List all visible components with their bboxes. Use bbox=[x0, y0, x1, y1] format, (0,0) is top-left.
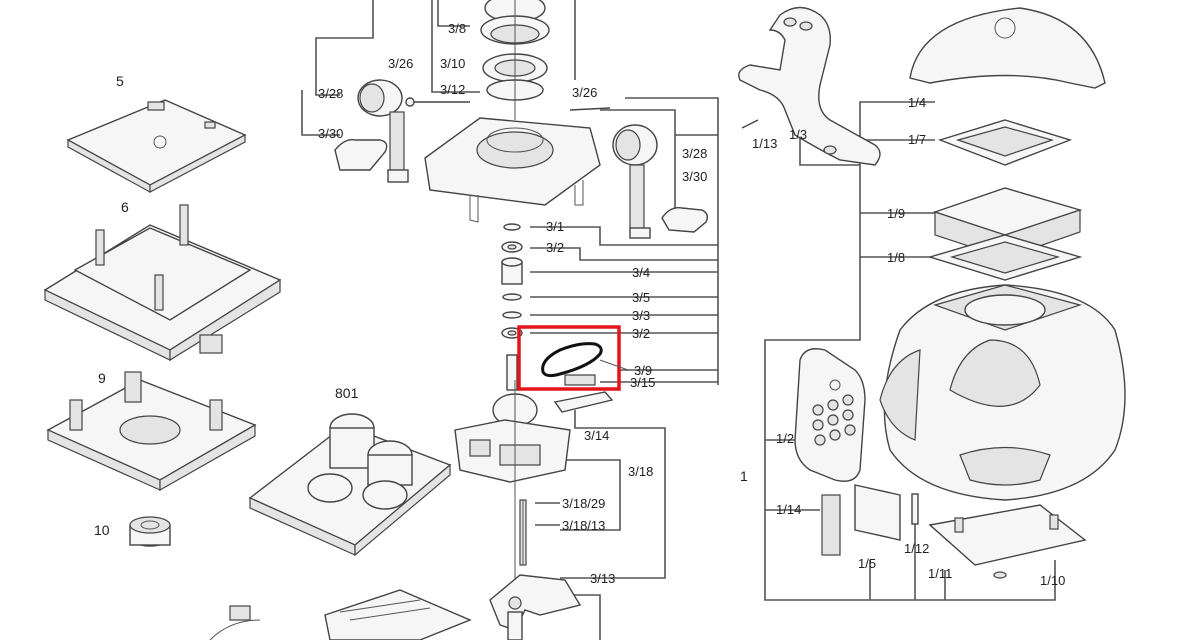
label-3-30-left: 3/30 bbox=[318, 126, 343, 141]
center-leader-lines bbox=[301, 0, 719, 640]
part-6-housing bbox=[43, 204, 282, 362]
label-1-14: 1/14 bbox=[776, 502, 801, 517]
label-3-12: 3/12 bbox=[440, 82, 465, 97]
label-3-13: 3/13 bbox=[590, 571, 615, 586]
part-1-8-gasket bbox=[927, 234, 1083, 281]
label-3-18: 3/18 bbox=[628, 464, 653, 479]
part-1-12-screw bbox=[911, 493, 919, 525]
label-3-3: 3/3 bbox=[632, 308, 650, 323]
label-9: 9 bbox=[98, 370, 106, 386]
label-3-10: 3/10 bbox=[440, 56, 465, 71]
label-801: 801 bbox=[335, 385, 359, 401]
label-1-5: 1/5 bbox=[858, 556, 876, 571]
label-1-8: 1/8 bbox=[887, 250, 905, 265]
part-1-7-gasket bbox=[937, 119, 1073, 166]
label-3-15: 3/15 bbox=[630, 375, 655, 390]
label-3-26-right: 3/26 bbox=[572, 85, 597, 100]
label-1: 1 bbox=[740, 468, 748, 484]
part-1-main-housing bbox=[879, 284, 1126, 501]
label-3-14: 3/14 bbox=[584, 428, 609, 443]
part-1-3-handle bbox=[738, 6, 881, 166]
part-labels: 3/8 3/10 3/12 3/26 3/26 3/28 3/30 3/28 3… bbox=[94, 21, 1065, 588]
part-1-2-keypad bbox=[794, 348, 866, 482]
right-leader-lines bbox=[764, 101, 1056, 601]
label-3-2-bottom: 3/2 bbox=[632, 326, 650, 341]
label-5: 5 bbox=[116, 73, 124, 89]
label-3-9: 3/9 bbox=[634, 363, 652, 378]
center-column-parts bbox=[334, 0, 709, 640]
part-1-5-plate bbox=[854, 484, 901, 541]
label-3-18-13: 3/18/13 bbox=[562, 518, 605, 533]
label-3-2-top: 3/2 bbox=[546, 240, 564, 255]
part-9-frame bbox=[46, 371, 257, 492]
part-1-14-strip bbox=[821, 494, 841, 556]
bottom-charger bbox=[209, 589, 472, 640]
label-10: 10 bbox=[94, 522, 110, 538]
label-3-30-right: 3/30 bbox=[682, 169, 707, 184]
label-3-4: 3/4 bbox=[632, 265, 650, 280]
label-3-1: 3/1 bbox=[546, 219, 564, 234]
part-10-nut bbox=[129, 516, 171, 547]
label-1-13: 1/13 bbox=[752, 136, 777, 151]
label-6: 6 bbox=[121, 199, 129, 215]
highlighted-part-3-9 bbox=[517, 325, 629, 391]
part-1-4-top-cap bbox=[909, 7, 1106, 89]
part-1-10-base-board bbox=[928, 504, 1087, 579]
label-1-11: 1/11 bbox=[928, 566, 952, 581]
label-3-28-right: 3/28 bbox=[682, 146, 707, 161]
label-3-26-left: 3/26 bbox=[388, 56, 413, 71]
label-3-28-left: 3/28 bbox=[318, 86, 343, 101]
label-3-5: 3/5 bbox=[632, 290, 650, 305]
part-5-circuit-board bbox=[66, 99, 247, 194]
label-1-4: 1/4 bbox=[908, 95, 926, 110]
part-801-battery-pack bbox=[248, 413, 452, 557]
label-1-10: 1/10 bbox=[1040, 573, 1065, 588]
label-1-7: 1/7 bbox=[908, 132, 926, 147]
label-1-2: 1/2 bbox=[776, 431, 794, 446]
label-1-9: 1/9 bbox=[887, 206, 905, 221]
label-3-8: 3/8 bbox=[448, 21, 466, 36]
label-1-12: 1/12 bbox=[904, 541, 929, 556]
label-1-3: 1/3 bbox=[789, 127, 807, 142]
label-3-18-29: 3/18/29 bbox=[562, 496, 605, 511]
